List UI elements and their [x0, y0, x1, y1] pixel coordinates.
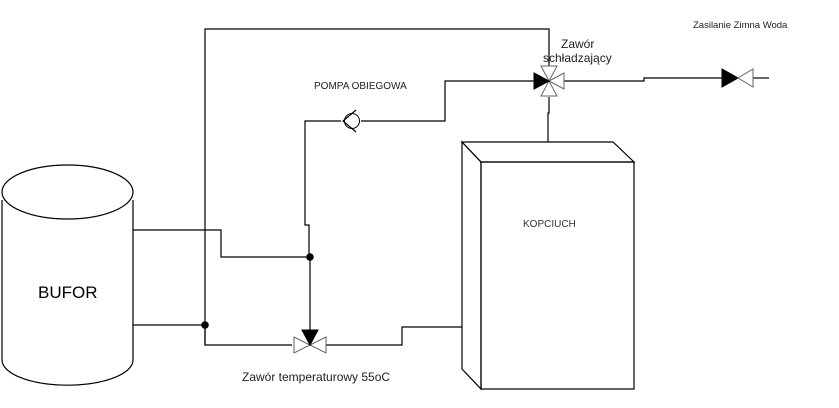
- pipe-cold-water: [564, 77, 722, 82]
- temp-valve-right-triangle-icon: [308, 336, 327, 354]
- boiler-top-face: [460, 141, 636, 163]
- junction-dot-left: [201, 321, 209, 329]
- pipe-buffer-upper: [133, 229, 310, 258]
- cold-water-valve-open-triangle-icon: [737, 68, 754, 88]
- pipe-pump-down: [304, 120, 341, 257]
- pipe-cooling-valve-to-boiler: [547, 97, 550, 142]
- pump-check-chevron-icon: [342, 109, 357, 133]
- cooling-valve-label-line1: Zawór: [561, 37, 595, 51]
- pipe-temp-valve-left: [204, 325, 292, 346]
- circulation-pump[interactable]: [342, 109, 360, 133]
- pump-label: POMPA OBIEGOWA: [314, 81, 407, 92]
- pump-icon: [344, 113, 360, 129]
- buffer-tank-label: BUFOR: [38, 283, 98, 302]
- cooling-valve[interactable]: [533, 65, 565, 97]
- pipe-temp-valve-to-boiler: [326, 326, 462, 346]
- buffer-tank-body: [1, 200, 134, 386]
- pipe-top-loop: [204, 28, 550, 345]
- cold-water-valve-filled-triangle-icon: [721, 68, 740, 88]
- buffer-tank[interactable]: [1, 164, 134, 386]
- boiler-side-face: [461, 140, 482, 391]
- junction-dot-center: [306, 253, 314, 261]
- temperature-valve[interactable]: [293, 329, 327, 354]
- cold-water-supply-label: Zasilanie Zimna Woda: [693, 20, 788, 31]
- boiler-front-face: [480, 161, 635, 390]
- cooling-valve-right-triangle-icon: [547, 72, 565, 90]
- boiler[interactable]: [460, 140, 636, 391]
- cooling-valve-top-triangle-icon: [540, 65, 558, 83]
- cold-water-valve[interactable]: [721, 68, 754, 88]
- cooling-valve-left-triangle-icon: [533, 72, 551, 90]
- pipes: [133, 28, 769, 346]
- buffer-tank-top: [1, 164, 134, 220]
- cooling-valve-bottom-triangle-icon: [540, 79, 558, 97]
- pipe-pump-to-cooling-valve: [361, 80, 534, 122]
- temp-valve-left-triangle-icon: [293, 336, 312, 354]
- boiler-label: KOPCIUCH: [523, 219, 576, 230]
- temperature-valve-label: Zawór temperaturowy 55oC: [242, 370, 391, 384]
- temp-valve-top-triangle-icon: [301, 329, 319, 347]
- cooling-valve-label-line2: schładzający: [543, 51, 612, 65]
